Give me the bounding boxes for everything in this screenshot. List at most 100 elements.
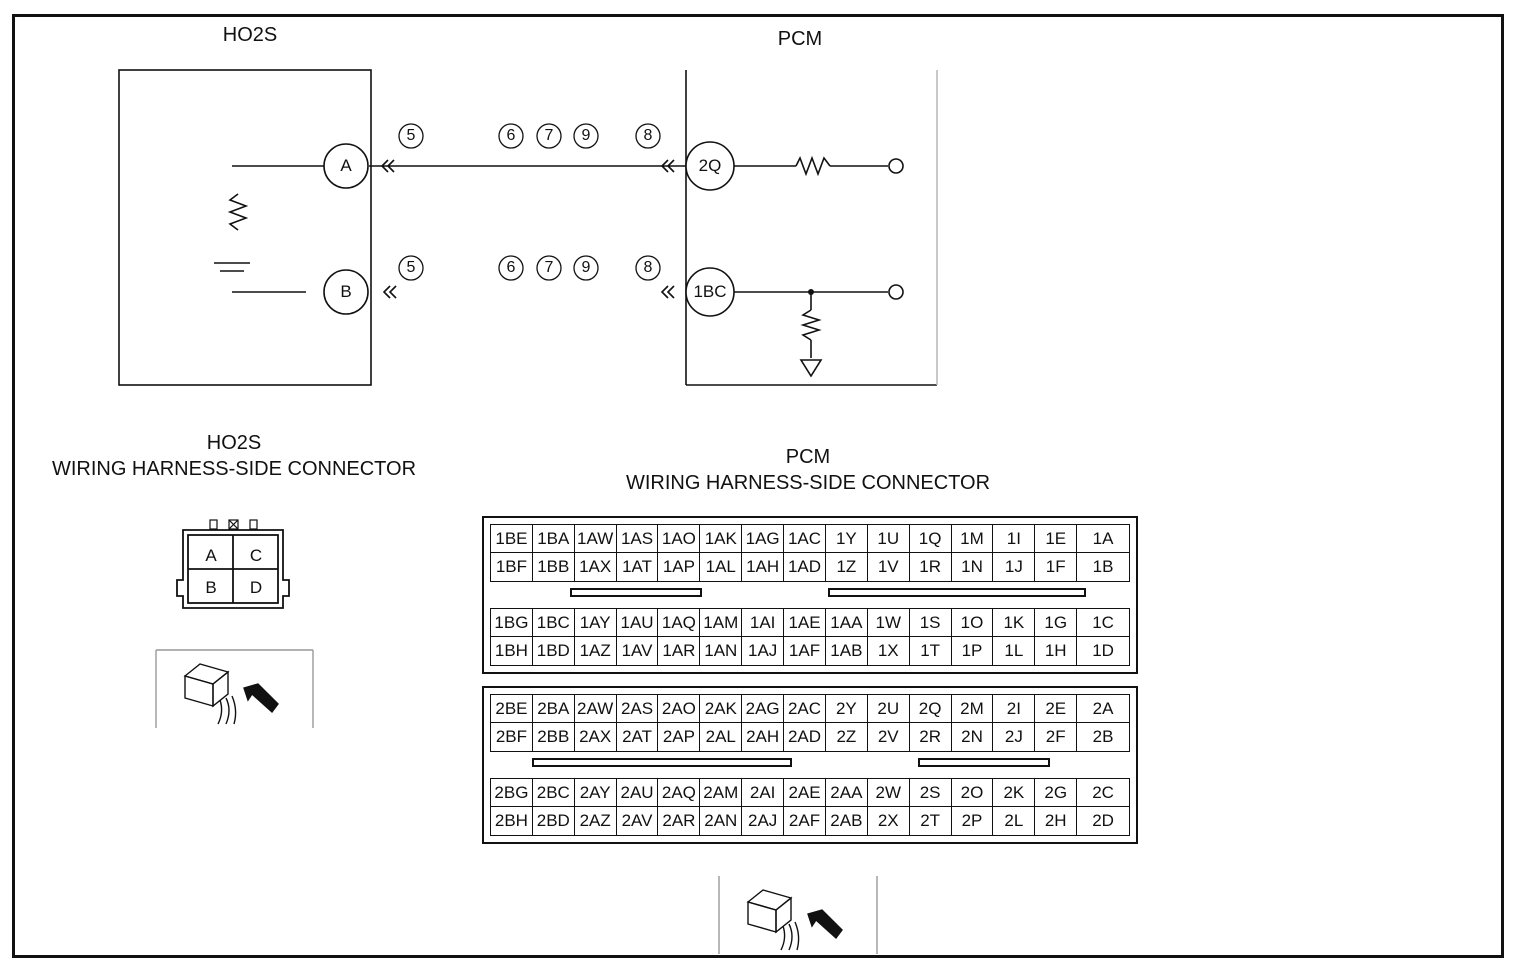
terminal-cell: 2O	[951, 779, 994, 807]
terminal-cell: 1P	[952, 637, 994, 665]
terminal-cell: 2AC	[784, 695, 826, 723]
ho2s-connector-subtitle: WIRING HARNESS-SIDE CONNECTOR	[51, 458, 417, 480]
diagram-frame	[12, 14, 1504, 958]
ho2s-connector-pin: D	[249, 578, 263, 597]
terminal-cell: 2AQ	[658, 779, 701, 807]
terminal-cell: 1AH	[742, 553, 785, 581]
terminal-cell: 1AR	[658, 637, 701, 665]
terminal-cell: 2G	[1035, 779, 1078, 807]
terminal-cell: 2F	[1035, 723, 1078, 751]
wire-reference-number: 5	[406, 127, 416, 144]
terminal-cell: 2AA	[825, 779, 868, 807]
terminal-cell: 2AF	[784, 807, 826, 835]
locking-bar	[918, 758, 1050, 767]
wire-reference-number: 9	[581, 259, 591, 276]
terminal-cell: 1BB	[533, 553, 575, 581]
terminal-cell: 2Z	[826, 723, 868, 751]
pcm-pin-1bc: 1BC	[693, 282, 727, 301]
terminal-cell: 1BG	[491, 609, 533, 637]
wire-reference-number: 6	[506, 127, 516, 144]
terminal-cell: 2S	[909, 779, 952, 807]
terminal-cell: 2Q	[909, 695, 952, 723]
terminal-cell: 2AB	[826, 807, 868, 835]
terminal-cell: 2AS	[616, 695, 659, 723]
terminal-cell: 2AW	[574, 695, 617, 723]
terminal-cell: 1AA	[825, 609, 868, 637]
wire-reference-number: 8	[643, 259, 653, 276]
terminal-cell: 1BA	[532, 525, 575, 553]
terminal-cell: 1AC	[784, 525, 826, 553]
terminal-cell: 1AI	[742, 609, 785, 637]
terminal-cell: 1AO	[658, 525, 701, 553]
terminal-cell: 2A	[1077, 695, 1129, 723]
terminal-cell: 1AW	[574, 525, 617, 553]
terminal-cell: 2AK	[700, 695, 743, 723]
terminal-cell: 2AH	[742, 723, 785, 751]
terminal-cell: 2BC	[532, 779, 575, 807]
terminal-cell: 2BA	[532, 695, 575, 723]
ho2s-connector-pin: C	[249, 546, 263, 565]
terminal-cell: 1R	[910, 553, 952, 581]
terminal-cell: 1AJ	[742, 637, 785, 665]
terminal-cell: 1J	[993, 553, 1036, 581]
terminal-cell: 2W	[867, 779, 910, 807]
terminal-cell: 1L	[993, 637, 1036, 665]
wire-reference-number: 7	[544, 259, 554, 276]
terminal-cell: 1AK	[700, 525, 743, 553]
terminal-cell: 2AX	[575, 723, 617, 751]
terminal-cell: 1AP	[658, 553, 701, 581]
terminal-cell: 1AZ	[575, 637, 617, 665]
terminal-cell: 1S	[909, 609, 952, 637]
pcm-connector-title: PCM	[785, 446, 831, 468]
terminal-cell: 2AY	[574, 779, 617, 807]
terminal-cell: 2AE	[784, 779, 826, 807]
terminal-cell: 2BH	[491, 807, 533, 835]
terminal-cell: 1AE	[784, 609, 826, 637]
terminal-cell: 1A	[1077, 525, 1129, 553]
terminal-cell: 1O	[951, 609, 994, 637]
wire-reference-number: 9	[581, 127, 591, 144]
terminal-cell: 1AB	[826, 637, 868, 665]
terminal-cell: 2BF	[491, 723, 533, 751]
terminal-cell: 1U	[867, 525, 910, 553]
terminal-cell: 2BD	[533, 807, 575, 835]
terminal-cell: 1AQ	[658, 609, 701, 637]
terminal-cell: 1BC	[532, 609, 575, 637]
terminal-cell: 1AN	[700, 637, 743, 665]
terminal-cell: 1AD	[784, 553, 826, 581]
terminal-cell: 2AO	[658, 695, 701, 723]
ho2s-pin-b: B	[340, 282, 352, 301]
terminal-cell: 1AG	[742, 525, 785, 553]
terminal-cell: 1X	[868, 637, 910, 665]
terminal-cell: 1AU	[616, 609, 659, 637]
terminal-cell: 2AD	[784, 723, 826, 751]
terminal-cell: 1H	[1035, 637, 1078, 665]
pcm-connector-subtitle: WIRING HARNESS-SIDE CONNECTOR	[625, 472, 991, 494]
terminal-cell: 2V	[868, 723, 910, 751]
terminal-cell: 2M	[951, 695, 994, 723]
locking-bar	[570, 588, 702, 597]
wire-reference-number: 6	[506, 259, 516, 276]
terminal-cell: 1Q	[909, 525, 952, 553]
terminal-cell: 2R	[910, 723, 952, 751]
terminal-cell: 2AN	[700, 807, 743, 835]
terminal-cell: 1AM	[700, 609, 743, 637]
terminal-cell: 1K	[993, 609, 1036, 637]
terminal-cell: 1F	[1035, 553, 1078, 581]
terminal-cell: 1M	[951, 525, 994, 553]
terminal-cell: 1AX	[575, 553, 617, 581]
terminal-cell: 2AU	[616, 779, 659, 807]
terminal-cell: 1Z	[826, 553, 868, 581]
ho2s-component-box	[118, 69, 372, 386]
terminal-cell: 2L	[993, 807, 1036, 835]
harness-view-icon-left	[155, 649, 314, 728]
terminal-cell: 1AV	[617, 637, 659, 665]
terminal-cell: 1C	[1077, 609, 1129, 637]
terminal-cell: 1AY	[574, 609, 617, 637]
terminal-cell: 1B	[1092, 557, 1114, 576]
terminal-cell: 1AL	[700, 553, 743, 581]
